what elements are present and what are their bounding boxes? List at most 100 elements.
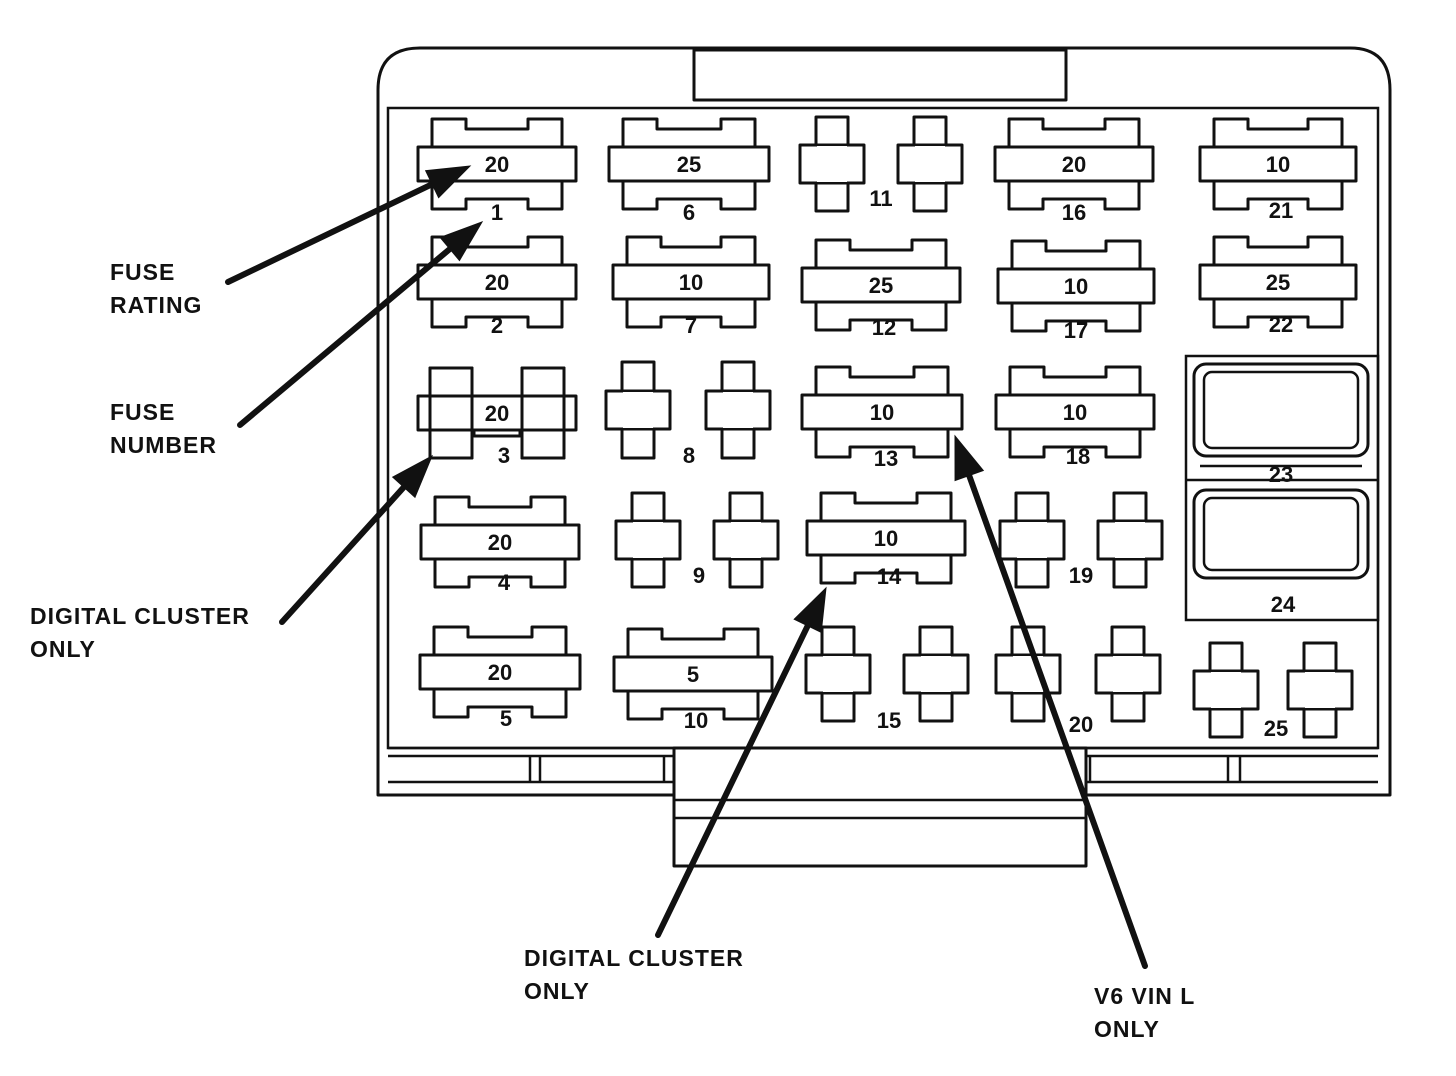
callout-text-line: FUSE — [110, 399, 175, 425]
callout-text-line: ONLY — [1094, 1016, 1160, 1042]
arrow-head — [954, 434, 985, 482]
fuse-cavity-6: 256 — [607, 117, 771, 225]
callout-text-line: V6 VIN L — [1094, 983, 1195, 1009]
arrow-head — [439, 221, 484, 262]
fuse-cavity-24: 24 — [1271, 592, 1296, 617]
fuse-number-label: 19 — [1069, 563, 1093, 588]
fuse-rating-label: 10 — [874, 526, 898, 551]
fuse-bottom-frame — [430, 299, 564, 329]
fuse-body — [418, 653, 582, 691]
fuse-cavity-4: 20 4 — [419, 495, 581, 595]
fuse-cavity-20: 20 — [994, 625, 1162, 737]
fuse-number-label: 24 — [1271, 592, 1296, 617]
fuse-cavity-19: 19 — [998, 491, 1164, 589]
fuse-bottom-frame — [626, 691, 760, 721]
fuse-top-frame — [621, 117, 757, 147]
fuse-top-frame — [433, 495, 567, 525]
fuse-bottom-frame — [819, 555, 953, 585]
fuse-cavity-5: 205 — [418, 625, 582, 731]
terminal-fill — [823, 656, 853, 692]
fuse-rating-label: 25 — [869, 273, 893, 298]
fuse-top-frame — [1212, 235, 1344, 265]
fuse-rating-label: 25 — [677, 152, 701, 177]
fuse-body — [805, 519, 967, 557]
fuse-top-frame — [625, 235, 757, 265]
relay-cavity-group — [1184, 354, 1380, 622]
terminal-fill — [1017, 522, 1047, 558]
arrow-shaft — [966, 472, 1148, 969]
fuse-number-label: 4 — [498, 570, 511, 595]
fuse-number-label: 18 — [1066, 444, 1090, 469]
fuse-top-frame — [1010, 239, 1142, 269]
fuse-top-frame — [814, 365, 950, 395]
arrow-shaft — [279, 484, 407, 625]
callout-text-line: DIGITAL CLUSTER — [30, 603, 250, 629]
fuse-cavity-1: 20 1 — [416, 117, 578, 225]
fuse-body — [1198, 145, 1358, 183]
fuse-body — [800, 266, 962, 304]
fuse-rating-label: 10 — [1266, 152, 1290, 177]
fuse-top-frame — [1008, 365, 1142, 395]
callout-text-line: DIGITAL CLUSTER — [524, 945, 744, 971]
fuse-rating-label: 20 — [485, 270, 509, 295]
fuse-top-frame — [1007, 117, 1141, 147]
fuse-cavity-15: 15 — [804, 625, 970, 733]
fuse-rating-label: 20 — [485, 152, 509, 177]
fuse-bottom-frame — [814, 429, 950, 459]
terminal-fill — [915, 146, 945, 182]
fuse-rating-label: 20 — [485, 401, 509, 426]
callout-v6-vin-l: V6 VIN L ONLY — [954, 434, 1195, 1042]
fuse-number-label: 10 — [684, 708, 708, 733]
callout-text-line: FUSE — [110, 259, 175, 285]
fuse-number-label: 22 — [1269, 312, 1293, 337]
arrow-shaft — [237, 245, 453, 428]
fuse-number-label: 5 — [500, 706, 512, 731]
fuse-rating-label: 20 — [1062, 152, 1086, 177]
fuse-cavity-3: 203 — [416, 366, 578, 468]
terminal-fill — [1211, 672, 1241, 708]
fuse-number-label: 7 — [685, 313, 697, 338]
fuse-body — [416, 263, 578, 301]
fuse-number-label: 1 — [491, 200, 503, 225]
fuse-number-label: 20 — [1069, 712, 1093, 737]
fuse-bottom-frame — [1008, 429, 1142, 459]
fuse-cavity-25: 25 — [1192, 641, 1354, 741]
fuse-number-label: 16 — [1062, 200, 1086, 225]
callout-text-line: NUMBER — [110, 432, 217, 458]
fuse-number-label: 9 — [693, 563, 705, 588]
fuse-rating-label: 25 — [1266, 270, 1290, 295]
fuse-bottom-frame — [430, 181, 564, 211]
fuse-number-label: 17 — [1064, 318, 1088, 343]
terminal-fill — [731, 522, 761, 558]
fuse-rating-label: 20 — [488, 530, 512, 555]
arrow-shaft — [225, 181, 436, 285]
callout-fuse-number: FUSE NUMBER — [110, 221, 484, 458]
fuse-cavity-8: 8 — [604, 360, 772, 468]
fuse-top-frame — [1212, 117, 1344, 147]
fuse-top-frame — [814, 238, 948, 268]
fuse-layer: 2012022032042052561078951011251210131014… — [416, 115, 1358, 741]
terminal-fill — [817, 146, 847, 182]
fuse-number-label: 13 — [874, 446, 898, 471]
fuse-cavity-7: 107 — [611, 235, 771, 338]
terminal-fill — [921, 656, 951, 692]
fuse-body — [611, 263, 771, 301]
fuse-bottom-frame — [1010, 303, 1142, 333]
arrow-head — [424, 165, 472, 199]
terminal-fill — [723, 392, 753, 428]
fuse-number-label: 25 — [1264, 716, 1288, 741]
fuse-rating-label: 5 — [687, 662, 699, 687]
fuse-cavity-11: 11 — [798, 115, 964, 213]
fuse-number-label: 14 — [877, 564, 902, 589]
fuse-cavity-10: 5 10 — [612, 627, 774, 733]
fuse-rating-label: 10 — [1063, 400, 1087, 425]
fuse-number-label: 15 — [877, 708, 901, 733]
fuse-top-frame — [819, 491, 953, 521]
fuse-bridge — [472, 428, 522, 438]
